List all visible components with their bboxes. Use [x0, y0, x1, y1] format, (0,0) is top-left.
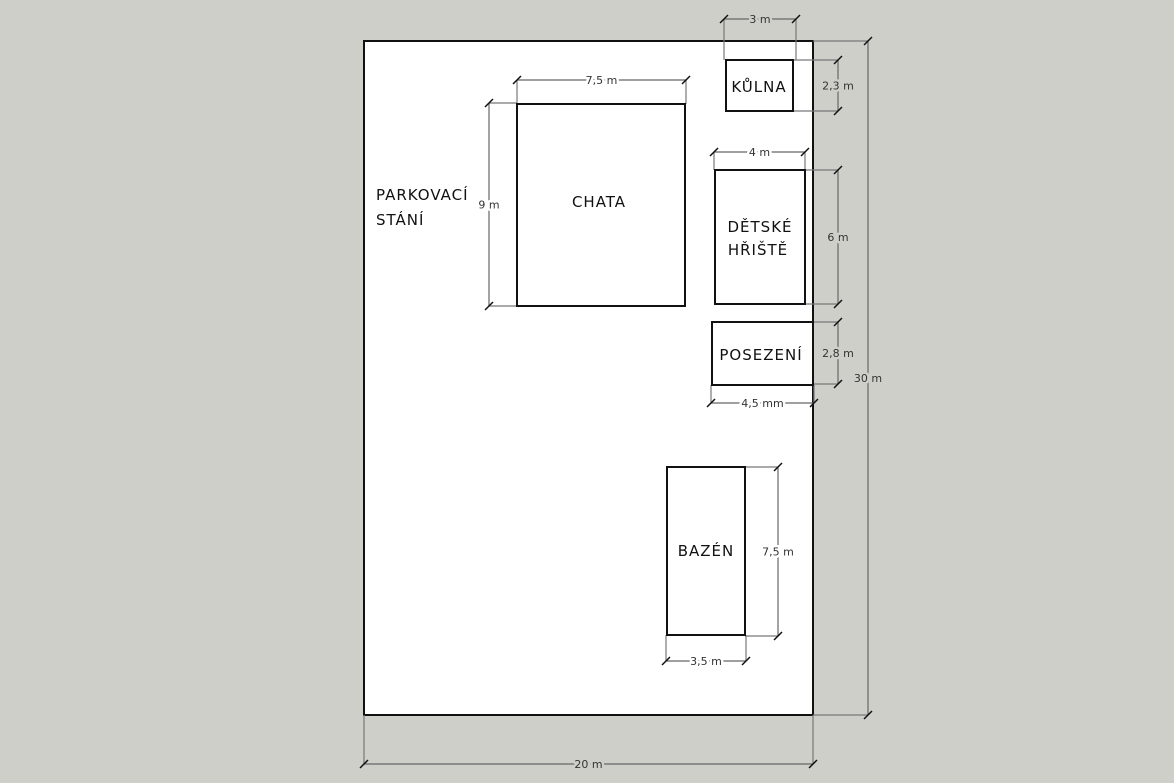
dimension-tick: [791, 14, 801, 24]
dimensions: 3 m 7,5 m 4 m 4,5 mm 3,5 m 20 m 2,3 m 6 m 2,8 m3…: [359, 11, 885, 774]
dimension-tick: [833, 317, 843, 327]
dimension-tick: [484, 98, 494, 108]
dimension-label-bazen-width: 3,5 m: [690, 655, 722, 668]
dimension-tick: [833, 55, 843, 65]
dimension-label-chata-height: 9 m: [478, 199, 499, 212]
playground-label-line1: DĚTSKÉ: [727, 217, 792, 236]
dimension-tick: [773, 631, 783, 641]
dimension-tick: [706, 398, 716, 408]
dimension-label-plot-width: 20 m: [574, 758, 602, 771]
playground-label-line2: HŘIŠTĚ: [728, 240, 788, 259]
dimension-tick: [863, 710, 873, 720]
seating-rect[interactable]: [711, 321, 814, 386]
dimension-label-kulna-width: 3 m: [749, 13, 770, 26]
playground-rect[interactable]: [714, 169, 806, 305]
dimension-tick: [512, 75, 522, 85]
dimension-tick: [833, 299, 843, 309]
dimension-tick: [800, 147, 810, 157]
cottage-label: CHATA: [572, 193, 626, 211]
seating-label: POSEZENÍ: [719, 345, 802, 364]
dimension-label-bazen-height: 7,5 m: [762, 546, 794, 559]
dimension-tick: [719, 14, 729, 24]
parking-label-line2: STÁNÍ: [376, 210, 424, 229]
dimension-label-kulna-height: 2,3 m: [822, 80, 854, 93]
dimension-tick: [681, 75, 691, 85]
dimension-label-posezeni-width: 4,5 mm: [741, 397, 783, 410]
dimension-tick: [863, 36, 873, 46]
dimension-tick: [833, 165, 843, 175]
dimension-label-hriste-width: 4 m: [749, 146, 770, 159]
dimension-label-hriste-height: 6 m: [827, 231, 848, 244]
dimension-tick: [741, 656, 751, 666]
dimension-label-posezeni-height: 2,8 m: [822, 347, 854, 360]
dimension-tick: [808, 759, 818, 769]
shed-rect[interactable]: [725, 59, 794, 112]
pool-rect[interactable]: [666, 466, 746, 636]
cottage-rect[interactable]: [516, 103, 686, 307]
dimension-tick: [661, 656, 671, 666]
dimension-label-chata-width: 7,5 m: [586, 74, 618, 87]
dimension-tick: [833, 379, 843, 389]
dimension-label-plot-height: 30 m: [854, 372, 882, 385]
dimension-tick: [484, 301, 494, 311]
dimension-tick: [809, 398, 819, 408]
parking-label-line1: PARKOVACÍ: [376, 185, 469, 204]
dimension-tick: [833, 106, 843, 116]
pool-label: BAZÉN: [678, 541, 735, 560]
dimension-tick: [709, 147, 719, 157]
dimension-tick: [359, 759, 369, 769]
shed-label: KŮLNA: [731, 77, 786, 96]
dimension-tick: [773, 462, 783, 472]
